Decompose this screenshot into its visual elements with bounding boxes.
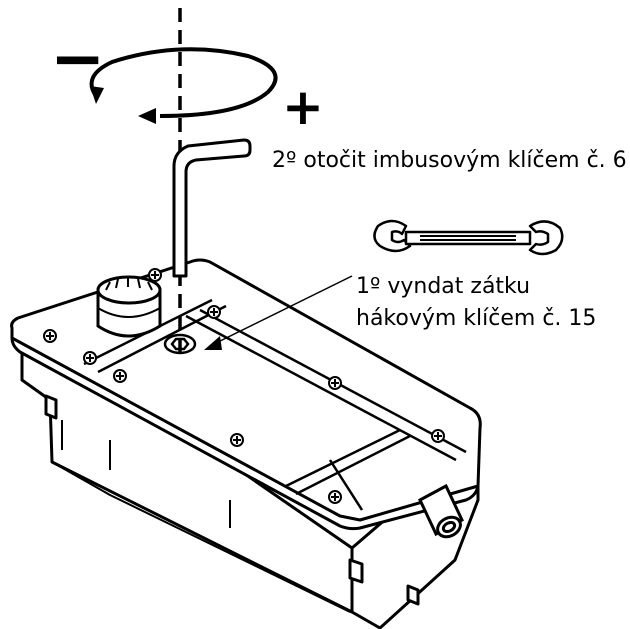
screw <box>207 305 221 319</box>
lid-panels <box>83 298 467 511</box>
screw <box>113 369 127 383</box>
screw <box>431 429 445 443</box>
minus-sign: − <box>50 20 106 97</box>
plus-sign: + <box>282 78 324 136</box>
screw <box>328 490 342 504</box>
step2-instruction: 2º otočit imbusovým klíčem č. 6 <box>272 148 627 173</box>
housing-post-right <box>406 584 420 606</box>
screw <box>148 268 162 282</box>
panel-line-g <box>328 459 364 511</box>
step1-instruction-line1: 1º vyndat zátku <box>356 274 531 299</box>
housing-rib <box>61 420 231 528</box>
screw <box>328 376 342 390</box>
panel-line-b <box>97 304 227 374</box>
screw <box>230 433 244 447</box>
step1-instruction-line2: hákovým klíčem č. 15 <box>356 306 597 331</box>
screw <box>83 351 97 365</box>
panel-line-f <box>295 434 411 496</box>
leader-line <box>204 275 353 350</box>
allen-key-icon <box>172 138 252 278</box>
output-shaft <box>96 275 162 338</box>
lid-screws <box>43 268 445 504</box>
rotation-arrow-icon <box>89 47 278 124</box>
cable-gland <box>418 483 464 539</box>
housing-bottom-edge <box>51 461 351 613</box>
housing-post-left <box>44 394 58 420</box>
wrench-icon <box>373 219 564 256</box>
panel-line-e <box>285 428 401 488</box>
screw <box>43 329 57 343</box>
panel-line-c <box>185 314 457 462</box>
housing-post-front <box>348 558 364 584</box>
housing-lid-edge <box>11 336 479 522</box>
